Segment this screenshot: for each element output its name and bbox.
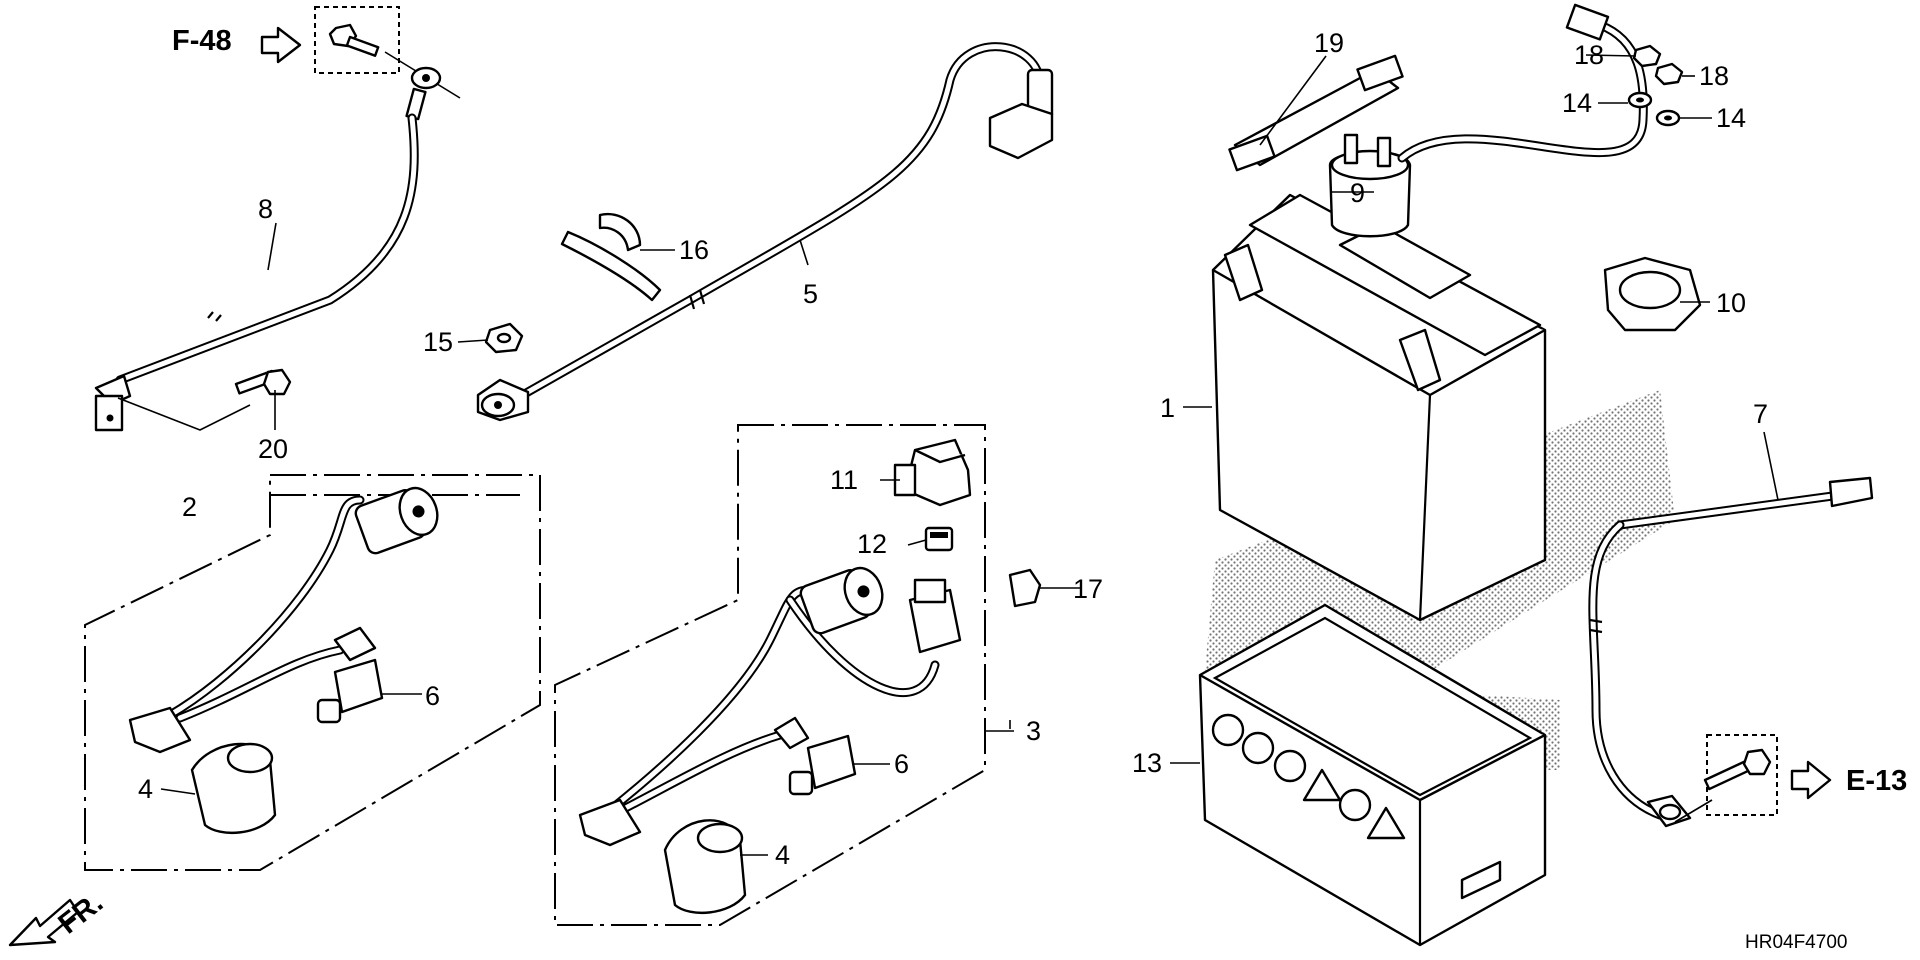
callout-6a[interactable]: 6 xyxy=(425,681,440,711)
boot-4a-icon xyxy=(190,742,277,835)
reference-e13-label: E-13 xyxy=(1846,765,1907,797)
callout-3[interactable]: 3 xyxy=(1026,716,1041,746)
callout-17[interactable]: 17 xyxy=(1073,574,1103,604)
kit-2-boundary xyxy=(84,474,541,871)
callout-14b[interactable]: 14 xyxy=(1716,103,1746,133)
fuse-12-icon xyxy=(924,526,954,552)
nut-15-icon xyxy=(484,322,524,354)
callout-9[interactable]: 9 xyxy=(1350,178,1365,208)
callout-7[interactable]: 7 xyxy=(1753,399,1768,429)
callout-16[interactable]: 16 xyxy=(679,235,709,265)
front-indicator: FR. xyxy=(8,887,110,947)
relay-cover-10-icon xyxy=(1603,256,1702,332)
callouts: 1 2 3 4 4 5 6 6 7 8 9 10 11 12 13 14 14 … xyxy=(138,28,1768,870)
cap-6a-icon xyxy=(316,658,384,724)
reference-f48-label: F-48 xyxy=(172,25,232,57)
harness-3 xyxy=(578,566,962,847)
harness-2 xyxy=(128,486,439,754)
arrow-front-icon xyxy=(8,898,80,947)
washer-14b-icon xyxy=(1655,109,1681,127)
callout-2[interactable]: 2 xyxy=(182,492,197,522)
leader xyxy=(1674,799,1713,823)
reference-e13[interactable]: E-13 xyxy=(1790,760,1907,800)
arrow-left-icon xyxy=(260,26,302,64)
nut-18b-icon xyxy=(1654,62,1684,86)
clip-17-icon xyxy=(1008,568,1042,608)
leader xyxy=(117,397,251,431)
washer-14a-icon xyxy=(1627,91,1653,109)
cable-7 xyxy=(1588,476,1874,828)
battery-1 xyxy=(1211,193,1547,622)
callout-18b[interactable]: 18 xyxy=(1699,61,1729,91)
callout-15[interactable]: 15 xyxy=(423,327,453,357)
bolt-top-left-icon xyxy=(328,23,380,57)
battery-box-13 xyxy=(1198,603,1547,947)
callout-12[interactable]: 12 xyxy=(857,529,887,559)
bolt-reference-box xyxy=(314,6,400,74)
relay-11-icon xyxy=(893,438,972,507)
callout-11[interactable]: 11 xyxy=(830,465,858,495)
front-label: FR. xyxy=(53,887,110,941)
callout-4a[interactable]: 4 xyxy=(138,774,153,804)
nut-18a-icon xyxy=(1632,44,1662,68)
callout-8[interactable]: 8 xyxy=(258,194,273,224)
callout-19[interactable]: 19 xyxy=(1314,28,1344,58)
diagram-code: HR04F4700 xyxy=(1745,932,1847,953)
kit-3-boundary xyxy=(554,424,986,926)
callout-1[interactable]: 1 xyxy=(1160,393,1175,423)
callout-5[interactable]: 5 xyxy=(803,279,818,309)
callout-6b[interactable]: 6 xyxy=(894,749,909,779)
band-16-icon xyxy=(560,212,662,302)
strap-19-icon xyxy=(1228,54,1404,172)
callout-13[interactable]: 13 xyxy=(1132,748,1162,778)
callout-18a[interactable]: 18 xyxy=(1574,40,1604,70)
cable-5 xyxy=(476,42,1054,422)
bolt-20-icon xyxy=(234,368,292,396)
callout-4b[interactable]: 4 xyxy=(775,840,790,870)
cap-6b-icon xyxy=(788,734,857,796)
callout-10[interactable]: 10 xyxy=(1716,288,1746,318)
bolt-reference-box-right xyxy=(1706,734,1778,816)
bolt-right-icon xyxy=(1703,748,1772,791)
leader-lines xyxy=(160,54,1779,856)
boot-4b-icon xyxy=(663,819,747,915)
cable-8 xyxy=(94,66,442,432)
callout-20[interactable]: 20 xyxy=(258,434,288,464)
reference-f48[interactable]: F-48 xyxy=(172,25,302,64)
callout-14a[interactable]: 14 xyxy=(1562,88,1592,118)
